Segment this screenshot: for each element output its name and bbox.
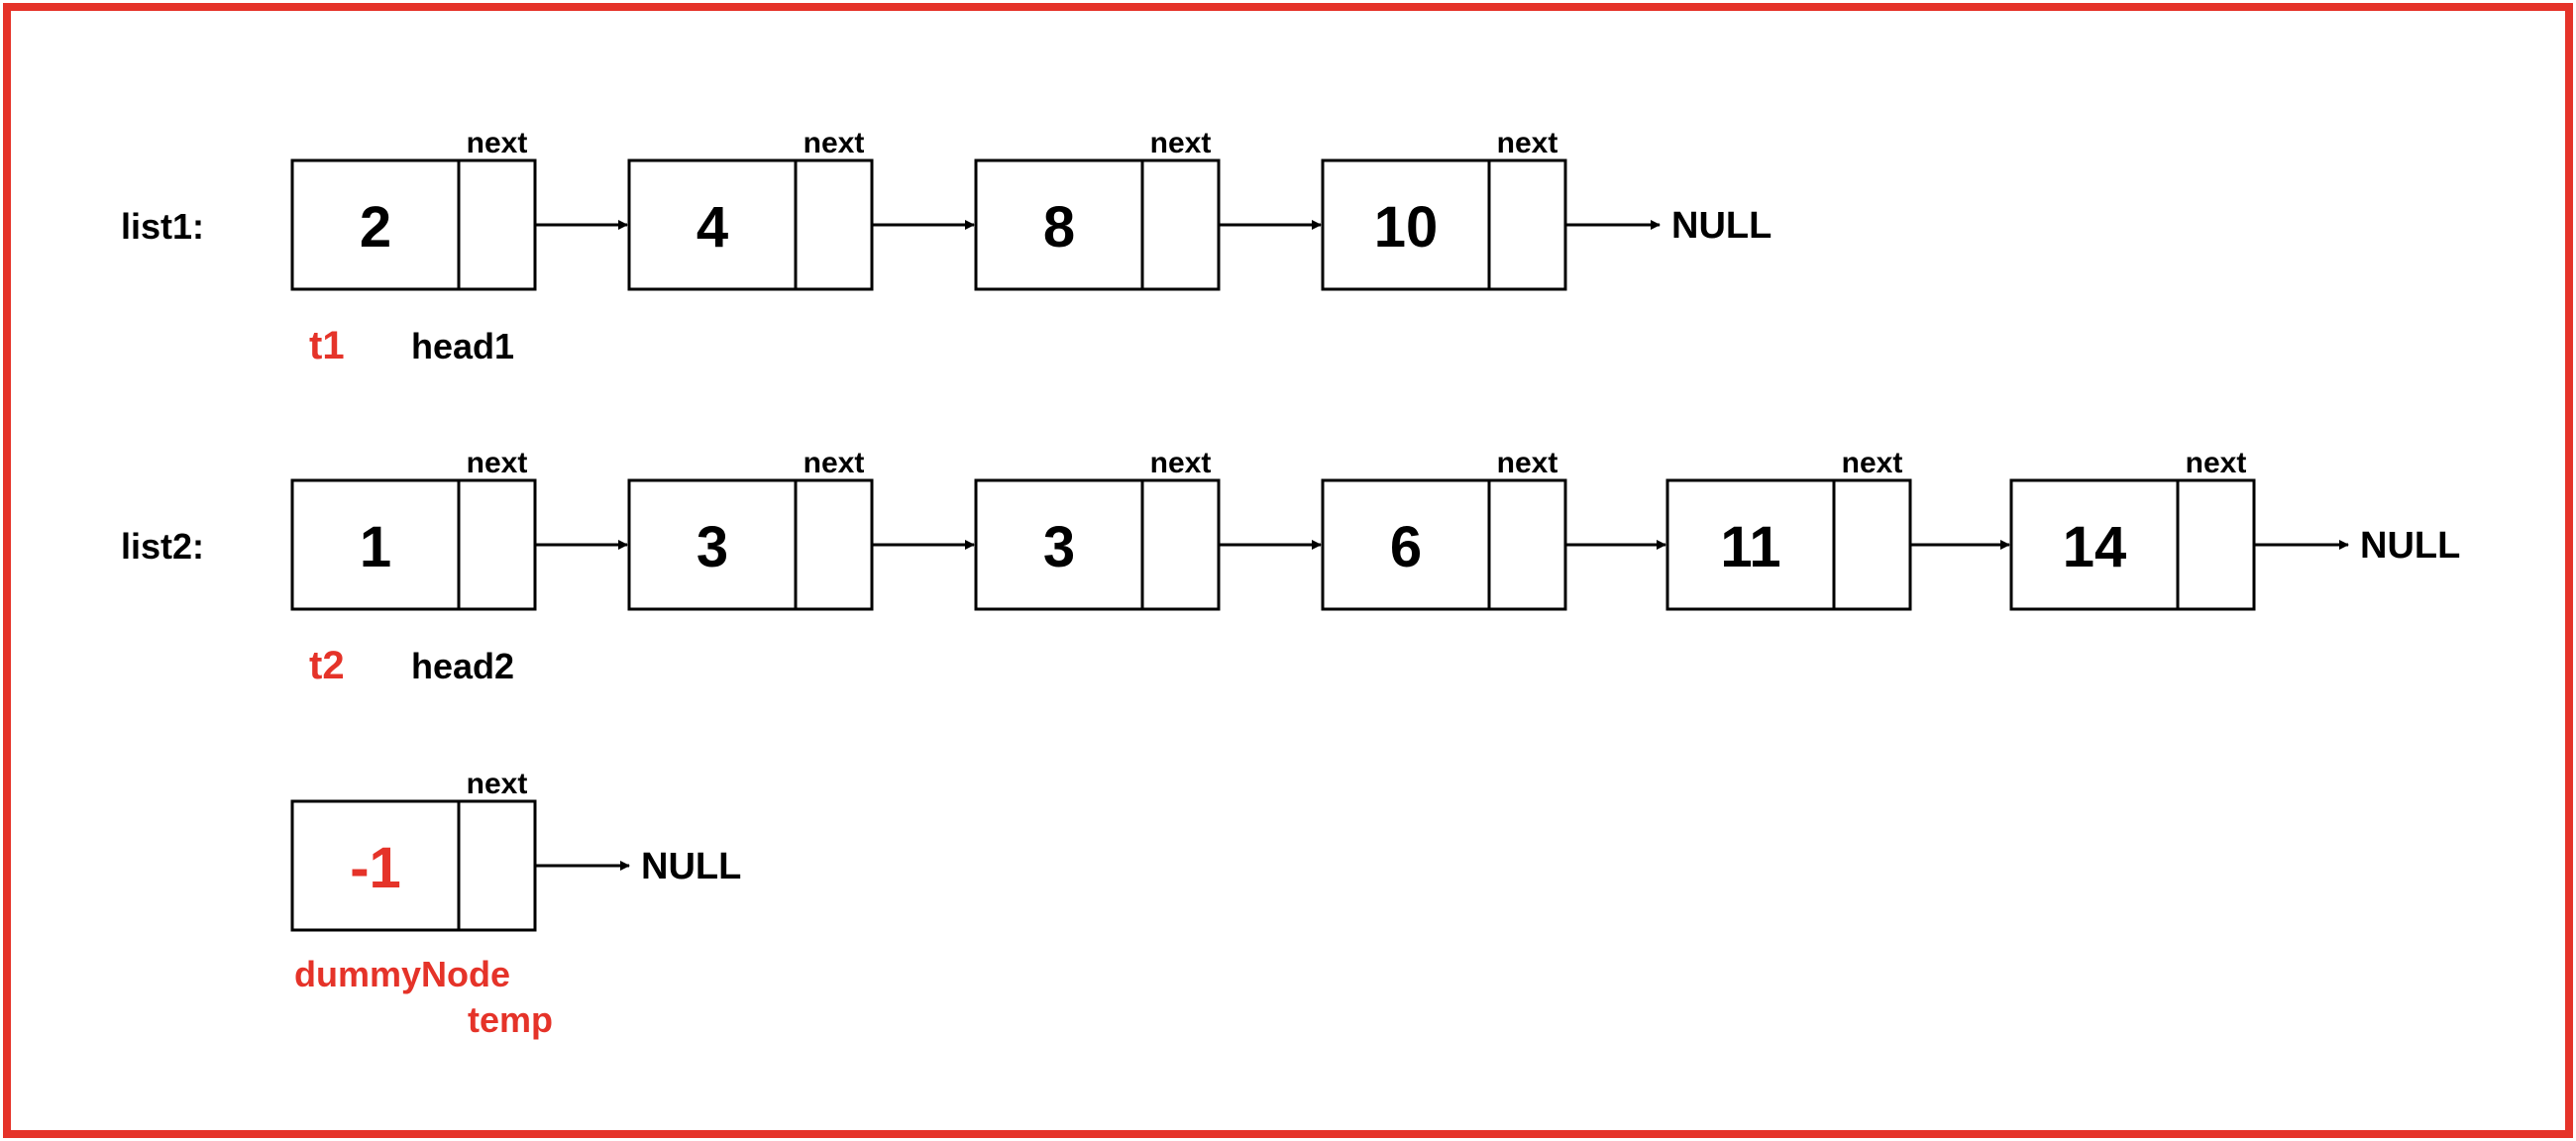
node-value: 3 xyxy=(697,515,728,579)
pointer-label: temp xyxy=(468,999,553,1040)
node-value-cell xyxy=(290,158,461,291)
node-value: 14 xyxy=(2063,515,2127,579)
node-value-cell xyxy=(1321,478,1491,611)
next-label: next xyxy=(1150,127,1212,159)
node-next-cell xyxy=(457,158,537,291)
node-next-cell xyxy=(457,478,537,611)
node-value: 4 xyxy=(697,195,728,259)
node-next-cell xyxy=(1487,158,1567,291)
list-label-list1: list1: xyxy=(121,206,204,247)
next-label: next xyxy=(804,447,865,479)
list-label-list2: list2: xyxy=(121,526,204,567)
node-next-cell xyxy=(1140,478,1221,611)
node-value-cell xyxy=(974,478,1144,611)
node-value-cell xyxy=(2009,478,2180,611)
node-next-cell xyxy=(794,158,874,291)
node-next-cell xyxy=(1487,478,1567,611)
node-value: 11 xyxy=(1720,515,1780,579)
next-label: next xyxy=(467,768,528,800)
diagram-frame xyxy=(3,3,2573,1138)
next-label: next xyxy=(804,127,865,159)
node-value: 1 xyxy=(360,515,391,579)
node-value: 6 xyxy=(1390,515,1422,579)
pointer-label: head2 xyxy=(411,646,514,686)
next-label: next xyxy=(1842,447,1903,479)
next-label: next xyxy=(1497,127,1558,159)
node-next-cell xyxy=(1832,478,1912,611)
null-terminator: NULL xyxy=(2360,525,2460,567)
pointer-label: t2 xyxy=(309,644,345,687)
node-value-cell xyxy=(627,478,798,611)
node-value-cell xyxy=(1321,158,1491,291)
null-terminator: NULL xyxy=(641,846,741,887)
next-label: next xyxy=(467,127,528,159)
next-label: next xyxy=(1150,447,1212,479)
node-next-cell xyxy=(794,478,874,611)
null-terminator: NULL xyxy=(1671,205,1771,247)
node-value: 3 xyxy=(1043,515,1075,579)
node-next-cell xyxy=(457,799,537,932)
next-label: next xyxy=(1497,447,1558,479)
node-value-cell xyxy=(974,158,1144,291)
next-label: next xyxy=(2186,447,2247,479)
node-value: 2 xyxy=(360,195,391,259)
node-value: 10 xyxy=(1374,195,1439,259)
pointer-label: head1 xyxy=(411,326,514,366)
node-value: 8 xyxy=(1043,195,1075,259)
next-label: next xyxy=(467,447,528,479)
node-value: -1 xyxy=(350,836,401,900)
node-value-cell xyxy=(290,478,461,611)
pointer-label: t1 xyxy=(309,324,345,367)
pointer-label: dummyNode xyxy=(294,954,510,994)
node-next-cell xyxy=(1140,158,1221,291)
node-next-cell xyxy=(2176,478,2256,611)
